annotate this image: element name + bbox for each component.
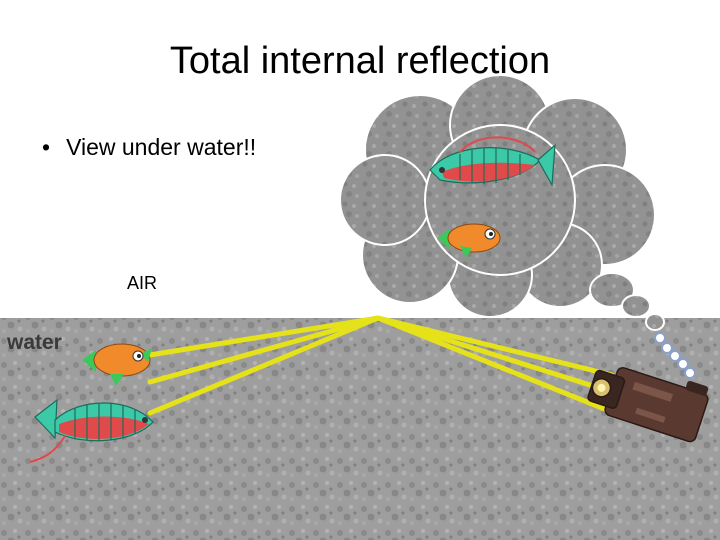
video-camera-icon: [587, 366, 709, 443]
striped-fish-water-icon: [29, 398, 154, 463]
orange-fish-icon: [438, 223, 501, 258]
water-label: water: [7, 331, 62, 354]
bullet-item: • View under water!!: [42, 134, 256, 161]
slide-title: Total internal reflection: [169, 40, 551, 82]
striped-fish-icon: [429, 136, 556, 188]
bullet-dot-icon: •: [42, 134, 51, 160]
bullet-text: View under water!!: [66, 134, 257, 160]
orange-fish-water-icon: [82, 343, 152, 386]
light-rays: [147, 315, 615, 416]
air-label: AIR: [127, 273, 158, 293]
